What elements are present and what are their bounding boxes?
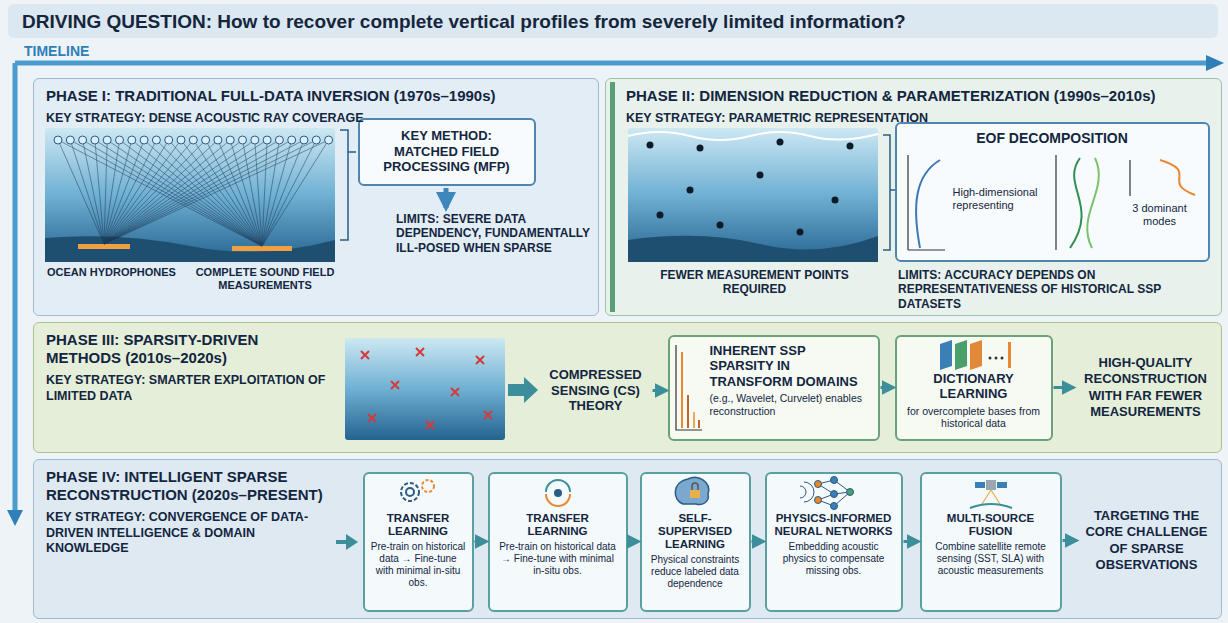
body-text: Embedding acoustic physics to compensate… (773, 541, 895, 577)
phase-panel: PHASE IV: INTELLIGENT SPARSE RECONSTRUCT… (33, 459, 1222, 619)
timeline-label: TIMELINE (24, 43, 114, 60)
heading-text: COMPRESSED SENSING (CS) THEORY (542, 367, 650, 414)
method-box: KEY METHOD: MATCHED FIELD PROCESSING (MF… (358, 118, 536, 186)
method-box: DICTIONARY LEARNING for overcomplete base… (895, 335, 1053, 441)
heading-text: PHASE I: TRADITIONAL FULL-DATA INVERSION… (46, 87, 586, 105)
heading-text: TRANSFER LEARNING (371, 512, 466, 538)
outcome-text: TARGETING THE CORE CHALLENGE OF SPARSE O… (1078, 505, 1216, 577)
method-box: PHYSICS-INFORMED NEURAL NETWORKS Embeddin… (765, 472, 903, 612)
method-box: INHERENT SSP SPARSITY IN TRANSFORM DOMAI… (668, 335, 880, 441)
phase-panel: PHASE I: TRADITIONAL FULL-DATA INVERSION… (33, 78, 599, 316)
heading-text: MULTI-SOURCE FUSION (928, 512, 1054, 538)
heading-text: KEY METHOD: MATCHED FIELD PROCESSING (MF… (368, 128, 526, 175)
heading-text: TRANSFER LEARNING (496, 512, 620, 538)
part-label: COMPLETE SOUND FIELD MEASUREMENTS (192, 266, 338, 292)
heading-text: DICTIONARY LEARNING (905, 371, 1043, 402)
body-text: KEY STRATEGY: SMARTER EXPLOITATION OF LI… (46, 373, 331, 404)
method-box: TRANSFER LEARNING Pre-train on historical… (488, 472, 628, 612)
body-text: KEY STRATEGY: DENSE ACOUSTIC RAY COVERAG… (46, 111, 586, 127)
heading-text: HIGH-QUALITY RECONSTRUCTION WITH FAR FEW… (1077, 355, 1215, 420)
concept-text: COMPRESSED SENSING (CS) THEORY (540, 360, 652, 422)
body-text: Combine satellite remote sensing (SST, S… (928, 541, 1054, 577)
phase-panel: PHASE III: SPARSITY-DRIVEN METHODS (2010… (33, 322, 1222, 453)
body-text: Pre-train on historical data → Fine-tune… (496, 541, 620, 577)
body-text: Pre-train on historical data → Fine-tune… (371, 541, 466, 589)
heading-text: PHYSICS-INFORMED NEURAL NETWORKS (773, 512, 895, 538)
timeline-arrow (7, 55, 1224, 526)
title-text: DRIVING QUESTION: How to recover complet… (8, 4, 1218, 38)
body-text: 3 dominant modes (1122, 202, 1198, 228)
method-box: TRANSFER LEARNING Pre-train on historical… (363, 472, 474, 612)
heading-text: EOF DECOMPOSITION (905, 130, 1200, 146)
method-box: MULTI-SOURCE FUSION Combine satellite rem… (920, 472, 1062, 612)
heading-text: PHASE IV: INTELLIGENT SPARSE RECONSTRUCT… (46, 468, 336, 504)
heading-text: INHERENT SSP SPARSITY IN TRANSFORM DOMAI… (710, 343, 870, 390)
heading-text: TARGETING THE CORE CHALLENGE OF SPARSE O… (1080, 508, 1214, 573)
body-text: Physical constraints reduce labeled data… (648, 554, 743, 590)
body-text: (e.g., Wavelet, Curvelet) enables recons… (710, 392, 870, 417)
method-box: SELF-SUPERVISED LEARNINGPhysical constra… (640, 472, 751, 612)
body-text: for overcomplete bases from historical d… (905, 405, 1043, 430)
limit-note: LIMITS: ACCURACY DEPENDS ON REPRESENTATI… (898, 268, 1214, 311)
limit-note: LIMITS: SEVERE DATA DEPENDENCY, FUNDAMEN… (396, 212, 592, 255)
outcome-text: HIGH-QUALITY RECONSTRUCTION WITH FAR FEW… (1075, 352, 1217, 424)
part-label: OCEAN HYDROPHONES (47, 266, 187, 279)
body-text: KEY STRATEGY: CONVERGENCE OF DATA-DRIVEN… (46, 510, 336, 557)
method-box: EOF DECOMPOSITION High-dimensional repres… (895, 122, 1210, 262)
heading-text: PHASE III: SPARSITY-DRIVEN METHODS (2010… (46, 331, 331, 367)
heading-text: SELF-SUPERVISED LEARNING (648, 512, 743, 552)
body-text: High-dimensional representing (953, 186, 1048, 228)
body-text: KEY STRATEGY: PARAMETRIC REPRESENTATION (626, 111, 1209, 127)
heading-text: PHASE II: DIMENSION REDUCTION & PARAMETE… (626, 87, 1209, 105)
part-label: FEWER MEASUREMENT POINTS REQUIRED (652, 268, 857, 297)
